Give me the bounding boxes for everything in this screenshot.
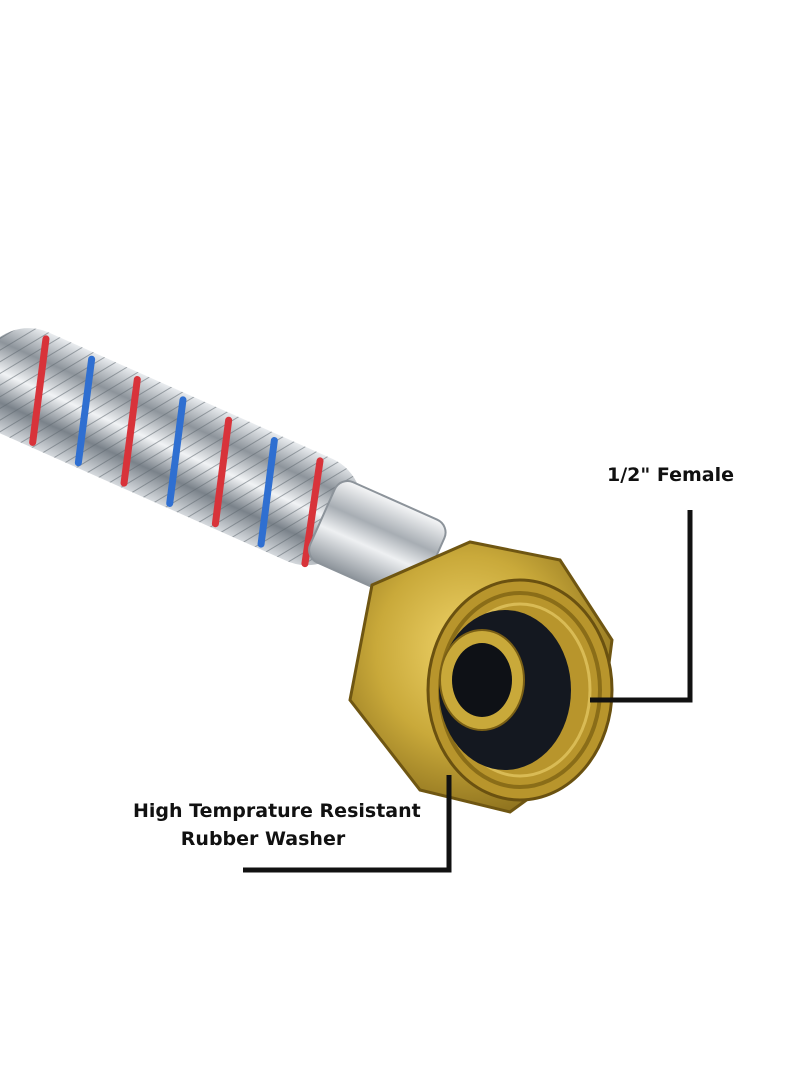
brass-hex-nut <box>348 540 614 814</box>
thread-callout-line <box>590 510 693 703</box>
washer-callout-line <box>243 775 452 873</box>
thread-size-label: 1/2" Female <box>607 464 735 486</box>
washer-label-line1: High Temprature Resistant <box>133 800 421 822</box>
braided-hose <box>0 328 447 603</box>
washer-label-line2: Rubber Washer <box>180 828 346 850</box>
